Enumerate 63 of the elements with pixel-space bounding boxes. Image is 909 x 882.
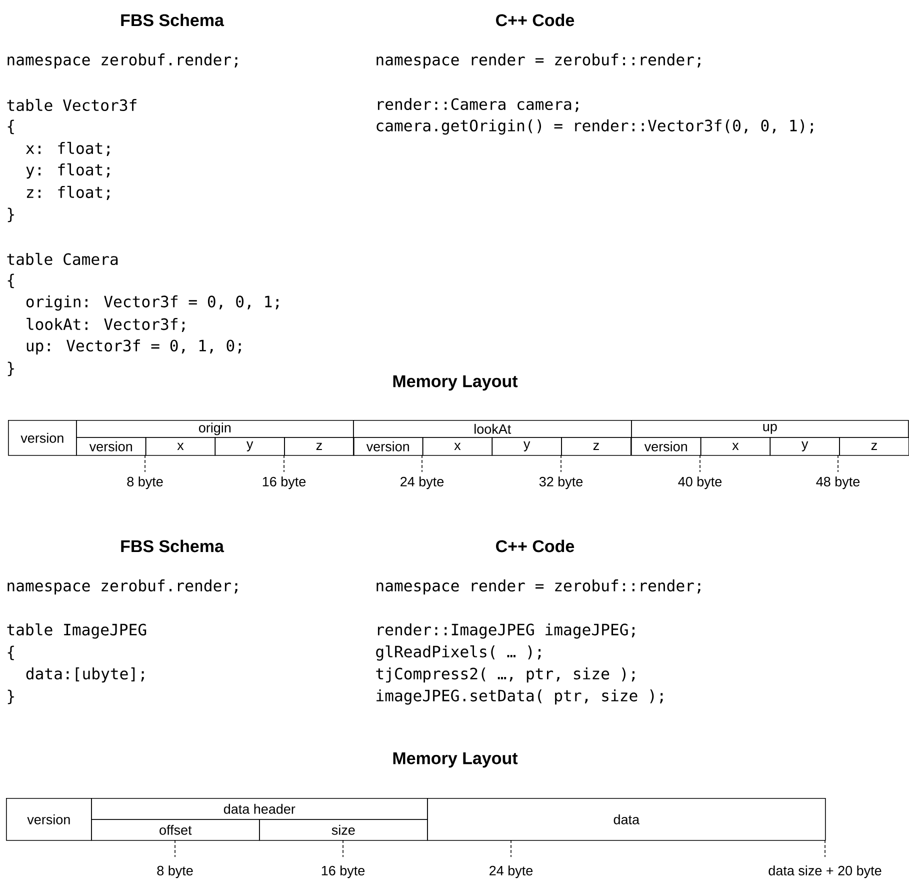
table-cell: z: [839, 436, 909, 456]
code-line: {: [8, 646, 14, 660]
table-cell: origin: [76, 420, 354, 438]
table-cell: offset: [91, 818, 260, 841]
table-cell: y: [770, 436, 840, 456]
table-cell: z: [284, 436, 354, 456]
code-line: glReadPixels( … );: [376, 645, 541, 661]
table-cell: x: [700, 436, 771, 456]
code-line: namespace render = zerobuf::render;: [376, 579, 700, 595]
section-heading: FBS Schema: [121, 14, 224, 26]
section-heading: FBS Schema: [121, 540, 224, 552]
offset-label: 24 byte: [490, 866, 533, 878]
table-cell: lookAt: [353, 420, 632, 438]
code-line: namespace render = zerobuf::render;: [376, 53, 700, 69]
code-line: table Camera: [7, 252, 118, 266]
table-cell: x: [145, 436, 216, 456]
code-line: y: float;: [26, 163, 110, 179]
table-cell: y: [492, 436, 562, 456]
code-line: tjCompress2( …, ptr, size );: [376, 667, 634, 683]
section-heading: Memory Layout: [393, 752, 518, 768]
section-heading: C++ Code: [496, 540, 574, 552]
code-line: z: float;: [26, 186, 110, 200]
code-line: namespace zerobuf.render;: [8, 53, 238, 69]
table-cell: version: [353, 436, 424, 456]
code-line: camera.getOrigin() = render::Vector3f(0, 0, 1);: [376, 119, 813, 135]
code-line: render::ImageJPEG imageJPEG;: [378, 623, 634, 639]
table-cell: version: [6, 798, 92, 841]
code-line: origin: Vector3f = 0, 0, 1;: [26, 295, 278, 311]
code-line: table ImageJPEG: [7, 623, 146, 639]
offset-label: 8 byte: [127, 476, 163, 490]
code-line: }: [8, 362, 14, 376]
table-cell: version: [76, 436, 146, 456]
table-cell: x: [422, 436, 493, 456]
code-line: render::Camera camera;: [378, 98, 578, 112]
code-line: {: [8, 274, 14, 288]
offset-label: 32 byte: [539, 476, 583, 490]
table-cell: data header: [91, 798, 428, 820]
offset-label: 40 byte: [678, 476, 722, 490]
table-cell: up: [631, 420, 909, 438]
offset-label: 8 byte: [157, 866, 193, 878]
offset-label: 16 byte: [322, 866, 365, 878]
table-cell: z: [561, 436, 632, 456]
code-line: namespace zerobuf.render;: [8, 579, 238, 595]
code-line: imageJPEG.setData( ptr, size );: [376, 689, 663, 705]
code-line: {: [8, 120, 14, 134]
code-line: x: float;: [26, 142, 110, 156]
code-line: table Vector3f: [7, 98, 136, 112]
table-cell: data: [427, 798, 826, 841]
code-line: }: [8, 208, 14, 222]
code-line: }: [8, 690, 14, 704]
offset-label: 16 byte: [262, 476, 306, 490]
code-line: data:[ubyte];: [26, 667, 144, 683]
table-cell: size: [259, 818, 428, 841]
section-heading: C++ Code: [496, 14, 574, 26]
code-line: up: Vector3f = 0, 1, 0;: [26, 339, 241, 355]
section-heading: Memory Layout: [393, 375, 518, 391]
offset-label: data size + 20 byte: [768, 866, 882, 878]
code-line: lookAt: Vector3f;: [26, 318, 185, 332]
offset-label: 24 byte: [400, 476, 444, 490]
table-cell: y: [214, 436, 285, 456]
table-cell: version: [8, 420, 77, 456]
table-cell: version: [631, 436, 702, 456]
offset-label: 48 byte: [816, 476, 860, 490]
